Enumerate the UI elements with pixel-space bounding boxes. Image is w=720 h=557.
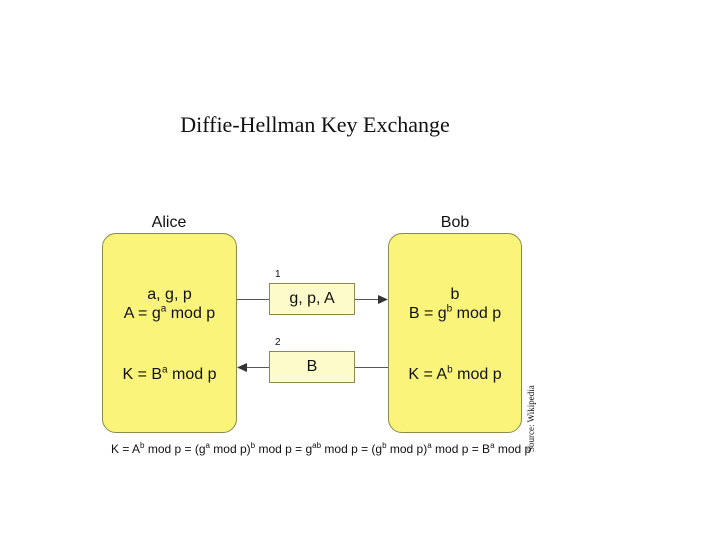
- bob-box: [388, 233, 522, 433]
- alice-label: Alice: [151, 214, 187, 231]
- step-2-label: 2: [275, 337, 281, 348]
- connector-bob-msg2: [355, 367, 388, 368]
- alice-shared-key: K = Ba mod p: [122, 364, 217, 383]
- bob-label: Bob: [440, 214, 470, 231]
- diagram-title: Diffie-Hellman Key Exchange: [180, 112, 450, 137]
- alice-public-key: A = ga mod p: [123, 303, 216, 322]
- bob-secret: b: [450, 286, 460, 303]
- alice-params: a, g, p: [147, 286, 192, 303]
- connector-msg1-bob: [355, 299, 379, 300]
- shared-key-equation: K = Ab mod p = (ga mod p)b mod p = gab m…: [111, 441, 532, 457]
- step-1-label: 1: [275, 269, 281, 280]
- alice-box: [102, 233, 237, 433]
- bob-shared-key: K = Ab mod p: [408, 364, 502, 383]
- arrowhead-to-bob: [378, 295, 388, 304]
- connector-alice-msg1: [237, 299, 269, 300]
- arrowhead-to-alice: [237, 363, 247, 372]
- message-2-box: B: [269, 351, 355, 383]
- message-1-box: g, p, A: [269, 283, 355, 315]
- connector-msg2-alice: [246, 367, 269, 368]
- bob-public-key: B = gb mod p: [408, 303, 502, 322]
